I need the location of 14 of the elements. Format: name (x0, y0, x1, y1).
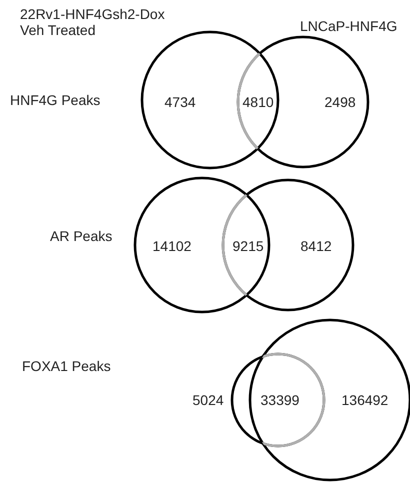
count-label: 5024 (192, 392, 224, 408)
count-label: 2498 (324, 94, 356, 110)
count-label: 136492 (342, 392, 388, 408)
row-label: HNF4G Peaks (10, 92, 100, 108)
row-label: AR Peaks (50, 228, 112, 244)
dataset-label: 22Rv1-HNF4Gsh2-Dox Veh Treated (20, 6, 166, 38)
count-label: 33399 (260, 392, 300, 408)
count-label: 9215 (232, 238, 264, 254)
count-label: 14102 (152, 238, 192, 254)
dataset-label: LNCaP-HNF4G (300, 18, 398, 34)
count-label: 4734 (164, 94, 196, 110)
count-label: 4810 (242, 94, 274, 110)
row-label: FOXA1 Peaks (22, 358, 111, 374)
count-label: 8412 (300, 238, 332, 254)
